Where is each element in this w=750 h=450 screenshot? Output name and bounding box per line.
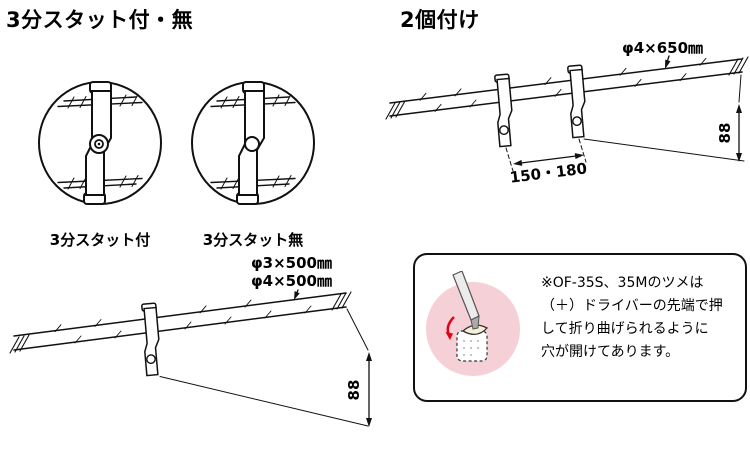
- stud-clip-left: [492, 73, 516, 148]
- hole-dots: [463, 340, 479, 356]
- height-dim-text: 88: [716, 123, 734, 144]
- label-arrow: [665, 55, 671, 69]
- note-illustration: [426, 271, 520, 376]
- label-arrow: [294, 289, 300, 300]
- rod-hatching: [54, 299, 312, 344]
- stud-clip: [139, 302, 163, 377]
- rod-hatching: [220, 94, 292, 190]
- double-clip-diagram: φ4×650㎜ 150・180 88: [385, 39, 749, 187]
- screwdriver-tip: [470, 315, 480, 330]
- note-line-2: （＋）ドライバーの先端で押: [541, 298, 723, 314]
- section-title-stud: 3分スタット付・無: [6, 8, 194, 32]
- note-text: ※OF-35S、35Mのツメは （＋）ドライバーの先端で押 して折り曲げられるよ…: [541, 272, 741, 364]
- height-dimension: 88: [159, 308, 372, 427]
- note-line-4: 穴が開けてあります。: [541, 344, 680, 360]
- single-rod-diagram: φ3×500㎜ φ4×500㎜ 88: [9, 254, 372, 427]
- magnified-view-without-stud: [191, 81, 315, 205]
- punch-hole-outline: [456, 330, 488, 362]
- rod-break-marks: [385, 56, 749, 120]
- stud-clip-right: [565, 64, 589, 139]
- rod-size-label-phi3: φ3×500㎜: [251, 254, 332, 272]
- rod-edges: [389, 58, 743, 117]
- rod-edges: [13, 292, 347, 351]
- stud-boss-center: [97, 142, 101, 146]
- note-line-3: して折り曲げられるように: [541, 321, 709, 337]
- rod-break-marks: [9, 291, 352, 354]
- magnified-view-with-stud: [38, 81, 162, 205]
- height-dim-text: 88: [345, 380, 363, 401]
- rod-size-label-phi4: φ4×500㎜: [251, 272, 332, 290]
- note-box: ※OF-35S、35Mのツメは （＋）ドライバーの先端で押 して折り曲げられるよ…: [413, 253, 747, 402]
- section-title-double: 2個付け: [400, 8, 480, 32]
- label-without-stud: 3分スタット無: [202, 231, 304, 249]
- height-dimension: 88: [583, 74, 745, 162]
- label-with-stud: 3分スタット付: [49, 231, 151, 249]
- rod-hatching: [419, 57, 707, 112]
- red-bend-arrowhead: [445, 332, 453, 340]
- clip-hole: [244, 136, 260, 152]
- spacing-dimension: 150・180: [505, 138, 588, 187]
- note-line-1: ※OF-35S、35Mのツメは: [541, 275, 704, 291]
- bend-tab: [461, 324, 489, 335]
- rod-hatching: [67, 94, 139, 190]
- rod-size-label: φ4×650㎜: [622, 39, 703, 57]
